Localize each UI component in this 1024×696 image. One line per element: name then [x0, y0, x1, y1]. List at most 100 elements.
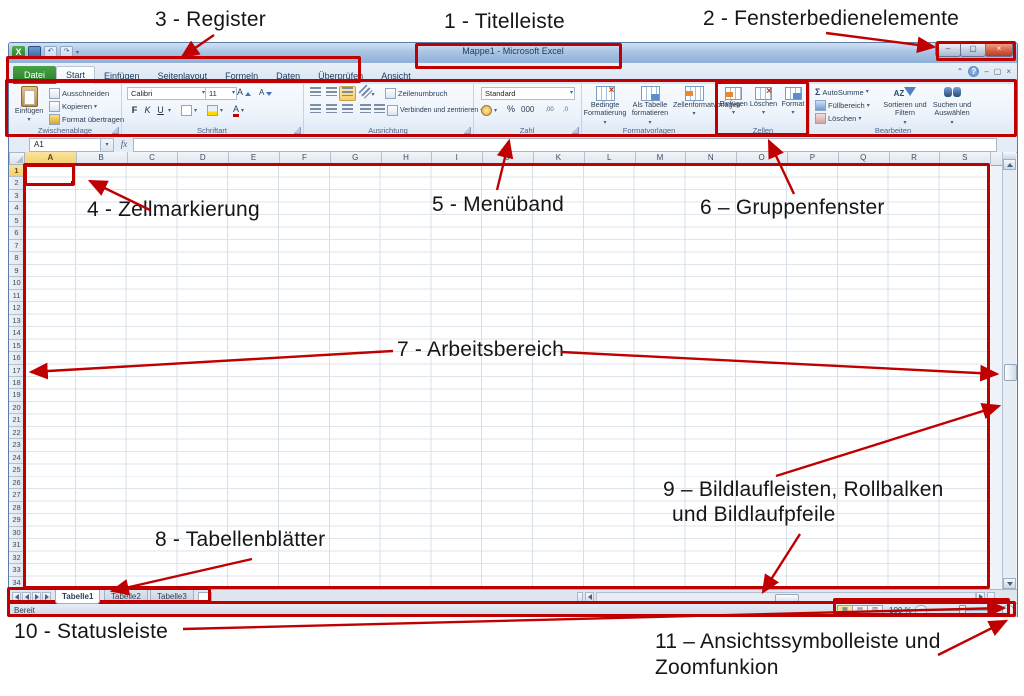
tab-start[interactable]: Start: [56, 66, 96, 84]
align-middle-button[interactable]: [323, 86, 340, 101]
sheet-tab-tabelle1[interactable]: Tabelle1: [55, 590, 101, 604]
row-header-19[interactable]: 19: [9, 389, 24, 402]
decrease-decimal-button[interactable]: ,0: [562, 107, 568, 113]
row-header-30[interactable]: 30: [9, 527, 24, 540]
hscroll-right-button[interactable]: [976, 592, 985, 602]
align-left-button[interactable]: [307, 103, 324, 118]
increase-decimal-button[interactable]: ,00: [545, 107, 554, 113]
formula-input[interactable]: [133, 138, 997, 152]
column-header-E[interactable]: E: [228, 152, 280, 164]
hscroll-resize-handle[interactable]: [987, 592, 995, 602]
row-header-29[interactable]: 29: [9, 514, 24, 527]
font-family-select[interactable]: Calibri▾: [127, 87, 207, 100]
comma-style-button[interactable]: 000: [521, 105, 535, 114]
row-header-1[interactable]: 1: [9, 165, 24, 178]
dialog-launcher-icon[interactable]: [464, 127, 471, 134]
tab-ueberpruefen[interactable]: Überprüfen: [318, 71, 364, 81]
find-select-button[interactable]: Suchen und Auswählen ▾: [929, 87, 975, 126]
percent-style-button[interactable]: %: [507, 104, 516, 114]
column-header-S[interactable]: S: [939, 152, 992, 164]
row-header-8[interactable]: 8: [9, 252, 24, 265]
close-button[interactable]: ×: [985, 43, 1013, 57]
font-color-button[interactable]: A ▾: [233, 105, 244, 117]
column-header-D[interactable]: D: [177, 152, 230, 164]
column-header-L[interactable]: L: [584, 152, 636, 164]
row-header-4[interactable]: 4: [9, 202, 24, 215]
row-header-27[interactable]: 27: [9, 489, 24, 502]
tab-ansicht[interactable]: Ansicht: [381, 71, 411, 81]
last-sheet-button[interactable]: [42, 592, 51, 602]
row-header-14[interactable]: 14: [9, 327, 24, 340]
workbook-close-icon[interactable]: ×: [1006, 67, 1011, 76]
align-right-button[interactable]: [339, 103, 356, 118]
select-all-button[interactable]: [9, 152, 25, 165]
name-box[interactable]: A1: [29, 138, 105, 152]
align-bottom-button[interactable]: [339, 86, 356, 101]
row-header-26[interactable]: 26: [9, 477, 24, 490]
format-cells-button[interactable]: Format ▾: [779, 87, 807, 117]
row-header-28[interactable]: 28: [9, 502, 24, 515]
underline-button[interactable]: U: [157, 105, 164, 115]
row-header-22[interactable]: 22: [9, 427, 24, 440]
font-size-select[interactable]: 11▾: [205, 87, 237, 100]
autosum-button[interactable]: Σ AutoSumme ▾: [815, 87, 869, 97]
column-header-F[interactable]: F: [279, 152, 331, 164]
bold-button[interactable]: F: [131, 105, 138, 115]
row-header-20[interactable]: 20: [9, 402, 24, 415]
hscroll-left-button[interactable]: [585, 592, 594, 602]
vertical-scrollbar[interactable]: [1002, 152, 1017, 589]
column-header-B[interactable]: B: [76, 152, 128, 164]
row-header-2[interactable]: 2: [9, 177, 24, 190]
tab-formeln[interactable]: Formeln: [225, 71, 259, 81]
minimize-button[interactable]: –: [935, 43, 961, 57]
paste-button[interactable]: Einfügen ▾: [13, 86, 45, 124]
workbook-restore-icon[interactable]: ▢: [993, 67, 1002, 76]
row-header-5[interactable]: 5: [9, 215, 24, 228]
row-header-34[interactable]: 34: [9, 577, 24, 589]
help-icon[interactable]: ?: [968, 66, 980, 77]
maximize-button[interactable]: ▢: [960, 43, 986, 57]
worksheet-grid[interactable]: [25, 165, 991, 589]
sheet-tab-tabelle2[interactable]: Tabelle2: [104, 590, 148, 604]
cell-fill-handle[interactable]: [71, 181, 75, 185]
row-header-21[interactable]: 21: [9, 414, 24, 427]
fill-button[interactable]: Füllbereich ▾: [815, 100, 870, 111]
redo-icon[interactable]: ↷: [60, 46, 73, 59]
wrap-text-button[interactable]: Zeilenumbruch: [385, 88, 448, 99]
vertical-scroll-thumb[interactable]: [1004, 364, 1017, 381]
column-header-G[interactable]: G: [330, 152, 382, 164]
sheet-tab-tabelle3[interactable]: Tabelle3: [150, 590, 194, 604]
clear-button[interactable]: Löschen ▾: [815, 113, 861, 124]
name-box-dropdown[interactable]: ▾: [100, 138, 114, 152]
page-break-view-button[interactable]: ▥: [867, 605, 883, 617]
tab-einfuegen[interactable]: Einfügen: [104, 71, 140, 81]
page-layout-view-button[interactable]: ▤: [852, 605, 868, 617]
fill-color-button[interactable]: ▾: [207, 105, 223, 116]
number-format-select[interactable]: Standard▾: [481, 87, 575, 100]
column-header-Q[interactable]: Q: [838, 152, 890, 164]
decrease-indent-button[interactable]: [357, 103, 374, 118]
increase-indent-button[interactable]: [371, 103, 388, 118]
increase-font-button[interactable]: A: [237, 87, 252, 97]
row-header-15[interactable]: 15: [9, 340, 24, 353]
row-header-7[interactable]: 7: [9, 240, 24, 253]
tab-split-handle[interactable]: [577, 592, 583, 602]
first-sheet-button[interactable]: [12, 592, 21, 602]
underline-dropdown-icon[interactable]: ▾: [168, 108, 172, 114]
row-header-23[interactable]: 23: [9, 439, 24, 452]
orientation-button[interactable]: ▾: [358, 84, 376, 101]
tab-datei[interactable]: Datei: [13, 66, 57, 84]
column-header-H[interactable]: H: [381, 152, 433, 164]
zoom-in-button[interactable]: +: [1002, 605, 1014, 617]
column-header-I[interactable]: I: [431, 152, 484, 164]
title-bar[interactable]: X ↶ ↷ ▾ Mappe1 - Microsoft Excel – ▢ ×: [9, 43, 1017, 64]
scroll-down-button[interactable]: [1003, 578, 1016, 589]
cell-styles-button[interactable]: Zellenformatvorlagen ▾: [673, 86, 741, 118]
dialog-launcher-icon[interactable]: [572, 127, 579, 134]
tab-daten[interactable]: Daten: [276, 71, 301, 81]
column-header-A[interactable]: A: [25, 152, 77, 166]
row-header-33[interactable]: 33: [9, 564, 24, 577]
row-header-10[interactable]: 10: [9, 277, 24, 290]
row-header-24[interactable]: 24: [9, 452, 24, 465]
accounting-format-button[interactable]: ▾: [481, 105, 497, 116]
